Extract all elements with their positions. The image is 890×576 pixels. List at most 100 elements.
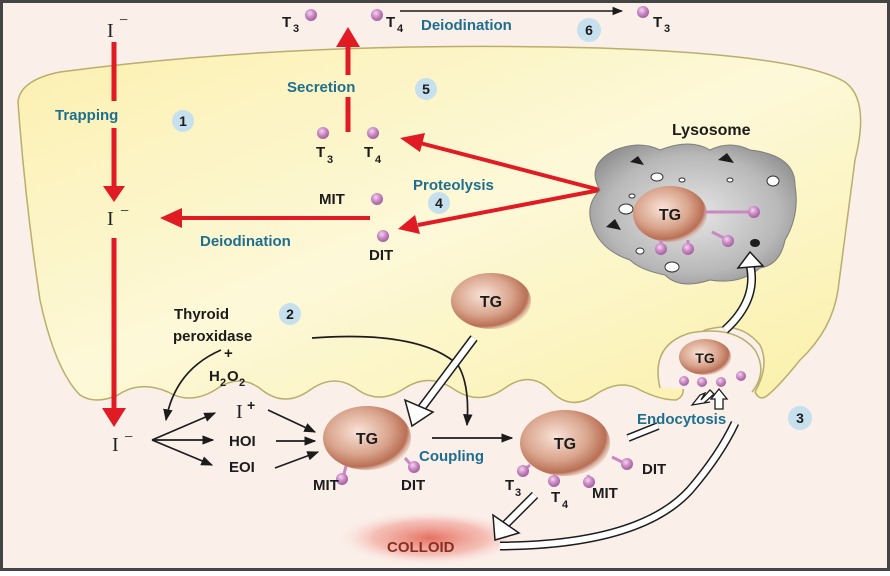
trapping-arrow [102, 42, 126, 427]
colloid-region [335, 510, 525, 566]
svg-text:TG: TG [554, 436, 576, 453]
proteolysis-arrows [398, 133, 601, 234]
svg-text:4: 4 [397, 23, 404, 35]
endocytosis-label: Endocytosis [637, 411, 726, 428]
svg-text:−: − [124, 429, 133, 446]
svg-text:I: I [112, 434, 119, 456]
colloid-to-endocytosis-arrow [499, 421, 740, 551]
iodinium-label: I + [236, 397, 255, 423]
trapping-label: Trapping [55, 107, 118, 124]
svg-text:DIT: DIT [369, 247, 393, 264]
step-badge-1: 1 [172, 110, 194, 132]
coupled-dit-label: DIT [642, 461, 666, 478]
secreted-t3: T 3 [282, 9, 317, 35]
svg-text:2: 2 [286, 306, 294, 322]
svg-text:6: 6 [585, 22, 593, 38]
svg-text:O: O [227, 368, 239, 385]
oxidized-iodine-to-tg-arrows [267, 409, 320, 469]
step-badge-6: 6 [577, 18, 601, 42]
peroxidase-to-iodide-arrow [163, 349, 222, 422]
tg-exocytosis-arrow [403, 335, 478, 428]
step-badge-4: 4 [428, 192, 450, 214]
svg-text:3: 3 [515, 487, 521, 499]
svg-text:MIT: MIT [319, 191, 345, 208]
svg-text:2: 2 [239, 377, 245, 389]
peripheral-t3: T 3 [637, 6, 670, 35]
tg-to-vesicle-arrow [626, 422, 660, 442]
intracellular-deiodination-arrow [160, 208, 370, 228]
svg-text:T: T [364, 144, 373, 161]
secretion-arrow [336, 27, 360, 132]
coupling-label: Coupling [419, 448, 484, 465]
svg-text:−: − [120, 203, 129, 220]
iodide-extracellular: I − [107, 12, 128, 42]
thyroglobulin-coupled: TG [517, 410, 633, 488]
svg-text:TG: TG [659, 207, 681, 224]
peroxidase-label: peroxidase [173, 328, 252, 345]
svg-text:T: T [505, 477, 514, 494]
svg-text:4: 4 [435, 195, 443, 211]
svg-text:4: 4 [562, 499, 569, 511]
peripheral-deiodination-label: Deiodination [421, 17, 512, 34]
step-badge-2: 2 [279, 303, 301, 325]
svg-text:+: + [247, 397, 255, 413]
coupled-t3-label: T 3 [505, 477, 521, 499]
vesicle-to-lysosome-arrow [721, 250, 765, 334]
iodide-oxidation-arrows [151, 412, 217, 466]
step-badge-5: 5 [415, 78, 437, 100]
thyroid-label: Thyroid [174, 306, 229, 323]
colloid-label: COLLOID [387, 539, 455, 556]
svg-text:5: 5 [422, 81, 430, 97]
plus-label: + [224, 345, 233, 362]
coupled-t4-label: T 4 [551, 489, 569, 511]
coupled-mit-label: MIT [592, 485, 618, 502]
tg-dit-label: DIT [401, 477, 425, 494]
follicular-cell [17, 45, 862, 404]
svg-text:3: 3 [327, 154, 333, 166]
secreted-t4: T 4 [371, 9, 404, 35]
iodide-intracellular: I − [107, 203, 129, 230]
svg-text:−: − [119, 12, 128, 29]
svg-text:T: T [282, 14, 291, 31]
thyroglobulin-synthesized: TG [451, 273, 531, 329]
svg-text:TG: TG [356, 431, 378, 448]
intracellular-t3: T 3 [316, 127, 333, 166]
tg-to-colloid-arrow [492, 491, 539, 541]
svg-text:3: 3 [796, 410, 804, 426]
step-badge-3: 3 [788, 406, 812, 430]
hoi-label: HOI [229, 433, 256, 450]
thyroglobulin-endocytosed: TG [679, 339, 746, 387]
thyroglobulin-iodinated: TG [323, 406, 420, 485]
svg-text:I: I [107, 20, 114, 42]
svg-text:T: T [386, 14, 395, 31]
svg-text:1: 1 [179, 113, 187, 129]
secretion-label: Secretion [287, 79, 355, 96]
endocytosis-up-arrows [690, 387, 729, 410]
released-mit: MIT [319, 191, 383, 208]
released-dit: DIT [369, 230, 393, 264]
peroxidase-to-coupling-arrow [311, 335, 473, 427]
svg-text:H: H [209, 368, 220, 385]
intracellular-t4: T 4 [364, 127, 382, 166]
iodide-apical: I − [112, 429, 133, 456]
svg-text:3: 3 [664, 23, 670, 35]
lysosome-tg: TG [633, 186, 760, 255]
svg-text:T: T [316, 144, 325, 161]
svg-text:I: I [236, 401, 243, 423]
svg-text:T: T [653, 14, 662, 31]
svg-text:TG: TG [480, 294, 502, 311]
hydrogen-peroxide-label: H 2 O 2 [209, 368, 245, 389]
svg-text:3: 3 [293, 23, 299, 35]
tg-mit-label: MIT [313, 477, 339, 494]
intracellular-deiodination-label: Deiodination [200, 233, 291, 250]
eoi-label: EOI [229, 459, 255, 476]
lysosome-label: Lysosome [672, 122, 751, 139]
svg-text:T: T [551, 489, 560, 506]
proteolysis-label: Proteolysis [413, 177, 494, 194]
svg-text:I: I [107, 208, 114, 230]
svg-text:TG: TG [695, 350, 715, 366]
svg-text:2: 2 [220, 377, 226, 389]
